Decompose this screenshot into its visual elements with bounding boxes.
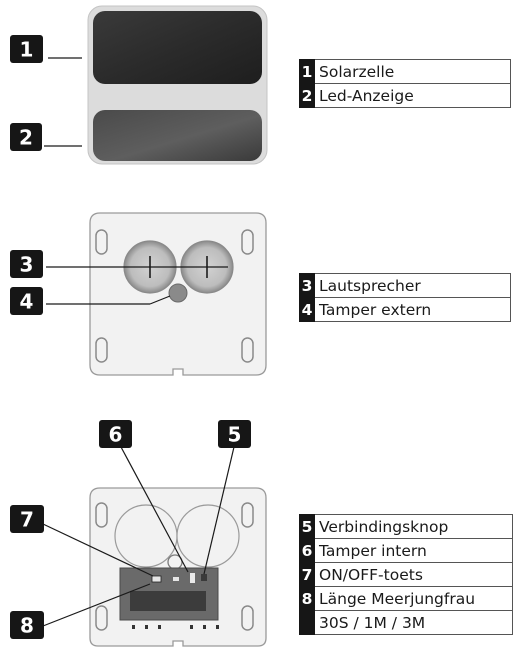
legend-label: ON/OFF-toets — [314, 562, 513, 587]
legend-row: 8 Länge Meerjungfrau — [299, 586, 513, 611]
legend-row: 6 Tamper intern — [299, 538, 513, 563]
legend-label: Länge Meerjungfrau — [314, 586, 513, 611]
svg-text:7: 7 — [20, 508, 34, 532]
mount-hole — [241, 502, 254, 528]
legend-row: 2 Led-Anzeige — [299, 83, 511, 108]
legend-number: 1 — [299, 59, 315, 84]
legend-label: Tamper intern — [314, 538, 513, 563]
legend-row: 7 ON/OFF-toets — [299, 562, 513, 587]
internal-tamper — [190, 573, 195, 583]
legend-number: 4 — [299, 297, 315, 322]
battery-slot — [130, 591, 206, 611]
callout-5: 5 — [218, 420, 251, 448]
svg-text:1: 1 — [20, 38, 34, 62]
callout-badges: 1 2 3 4 5 6 7 8 — [10, 35, 251, 639]
svg-text:2: 2 — [19, 126, 33, 150]
svg-text:8: 8 — [20, 614, 34, 638]
callout-1: 1 — [10, 35, 43, 63]
legend-row-continued: 30S / 1M / 3M — [299, 610, 513, 635]
mount-hole — [95, 229, 108, 255]
callout-8: 8 — [10, 611, 44, 639]
callout-2: 2 — [10, 123, 42, 151]
legend-row: 5 Verbindingsknop — [299, 514, 513, 539]
speaker-outline-left — [114, 504, 178, 568]
callout-7: 7 — [10, 505, 44, 533]
vent-dashes — [132, 625, 219, 629]
mount-hole — [95, 605, 108, 631]
legend-row: 3 Lautsprecher — [299, 273, 511, 298]
svg-text:4: 4 — [20, 290, 34, 314]
legend-number: 3 — [299, 273, 315, 298]
legend-number: 7 — [299, 562, 315, 587]
leader-lines — [42, 57, 235, 627]
mount-hole — [241, 337, 254, 363]
callout-6: 6 — [99, 420, 132, 448]
legend-row: 4 Tamper extern — [299, 297, 511, 322]
legend-label: Tamper extern — [314, 297, 511, 322]
legend-number: 8 — [299, 586, 315, 611]
legend-number: 2 — [299, 83, 315, 108]
svg-text:5: 5 — [228, 423, 242, 447]
mount-hole — [95, 502, 108, 528]
legend-label-continued: 30S / 1M / 3M — [314, 610, 513, 635]
svg-text:3: 3 — [20, 253, 34, 277]
legend-row: 1 Solarzelle — [299, 59, 511, 84]
legend-label: Solarzelle — [314, 59, 511, 84]
legend-table-inside: 5 Verbindingsknop 6 Tamper intern 7 ON/O… — [299, 514, 513, 635]
svg-text:6: 6 — [109, 423, 123, 447]
legend-label: Verbindingsknop — [314, 514, 513, 539]
solar-cell — [93, 11, 262, 84]
legend-label: Led-Anzeige — [314, 83, 511, 108]
external-tamper — [168, 283, 188, 303]
legend-label: Lautsprecher — [314, 273, 511, 298]
legend-table-back: 3 Lautsprecher 4 Tamper extern — [299, 273, 511, 322]
legend-number: 5 — [299, 514, 315, 539]
back-view-open — [89, 487, 267, 647]
legend-number: 6 — [299, 538, 315, 563]
connect-button — [201, 574, 207, 581]
callout-3: 3 — [10, 250, 43, 278]
mount-hole — [95, 337, 108, 363]
legend-number-blank — [299, 610, 315, 635]
on-off-switch — [151, 575, 162, 583]
mount-hole — [241, 605, 254, 631]
speaker-outline-right — [176, 504, 240, 568]
front-view — [87, 5, 268, 165]
callout-4: 4 — [10, 287, 43, 315]
mount-hole — [241, 229, 254, 255]
led-display — [93, 110, 262, 161]
legend-table-front: 1 Solarzelle 2 Led-Anzeige — [299, 59, 511, 108]
switch-dot — [173, 577, 179, 581]
back-view-speakers — [89, 212, 267, 376]
